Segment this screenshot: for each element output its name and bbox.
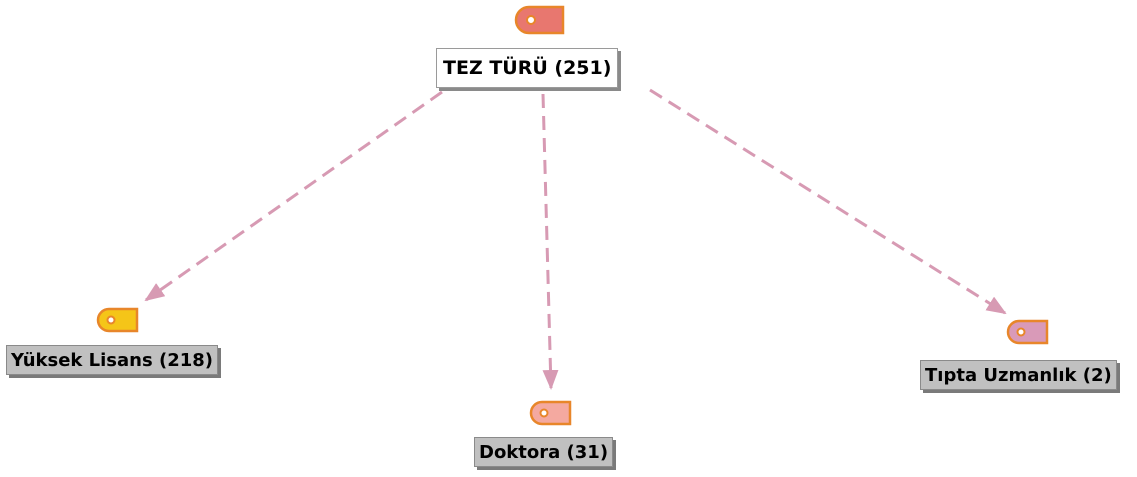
tag-icon [1006, 319, 1049, 345]
node-label-tipta-uzmanlik[interactable]: Tıpta Uzmanlık (2) [920, 360, 1117, 390]
edge-root-to-yuksek-lisans [144, 90, 443, 302]
root-node-label[interactable]: TEZ TÜRÜ (251) [436, 48, 619, 88]
tag-icon [514, 5, 565, 35]
tag-icon [529, 400, 572, 426]
node-label-doktora[interactable]: Doktora (31) [474, 437, 614, 467]
tag-icon [96, 307, 139, 333]
node-label-yuksek-lisans[interactable]: Yüksek Lisans (218) [6, 345, 218, 375]
edge-root-to-doktora [541, 93, 559, 390]
edge-root-to-tipta-uzmanlik [649, 88, 1007, 315]
